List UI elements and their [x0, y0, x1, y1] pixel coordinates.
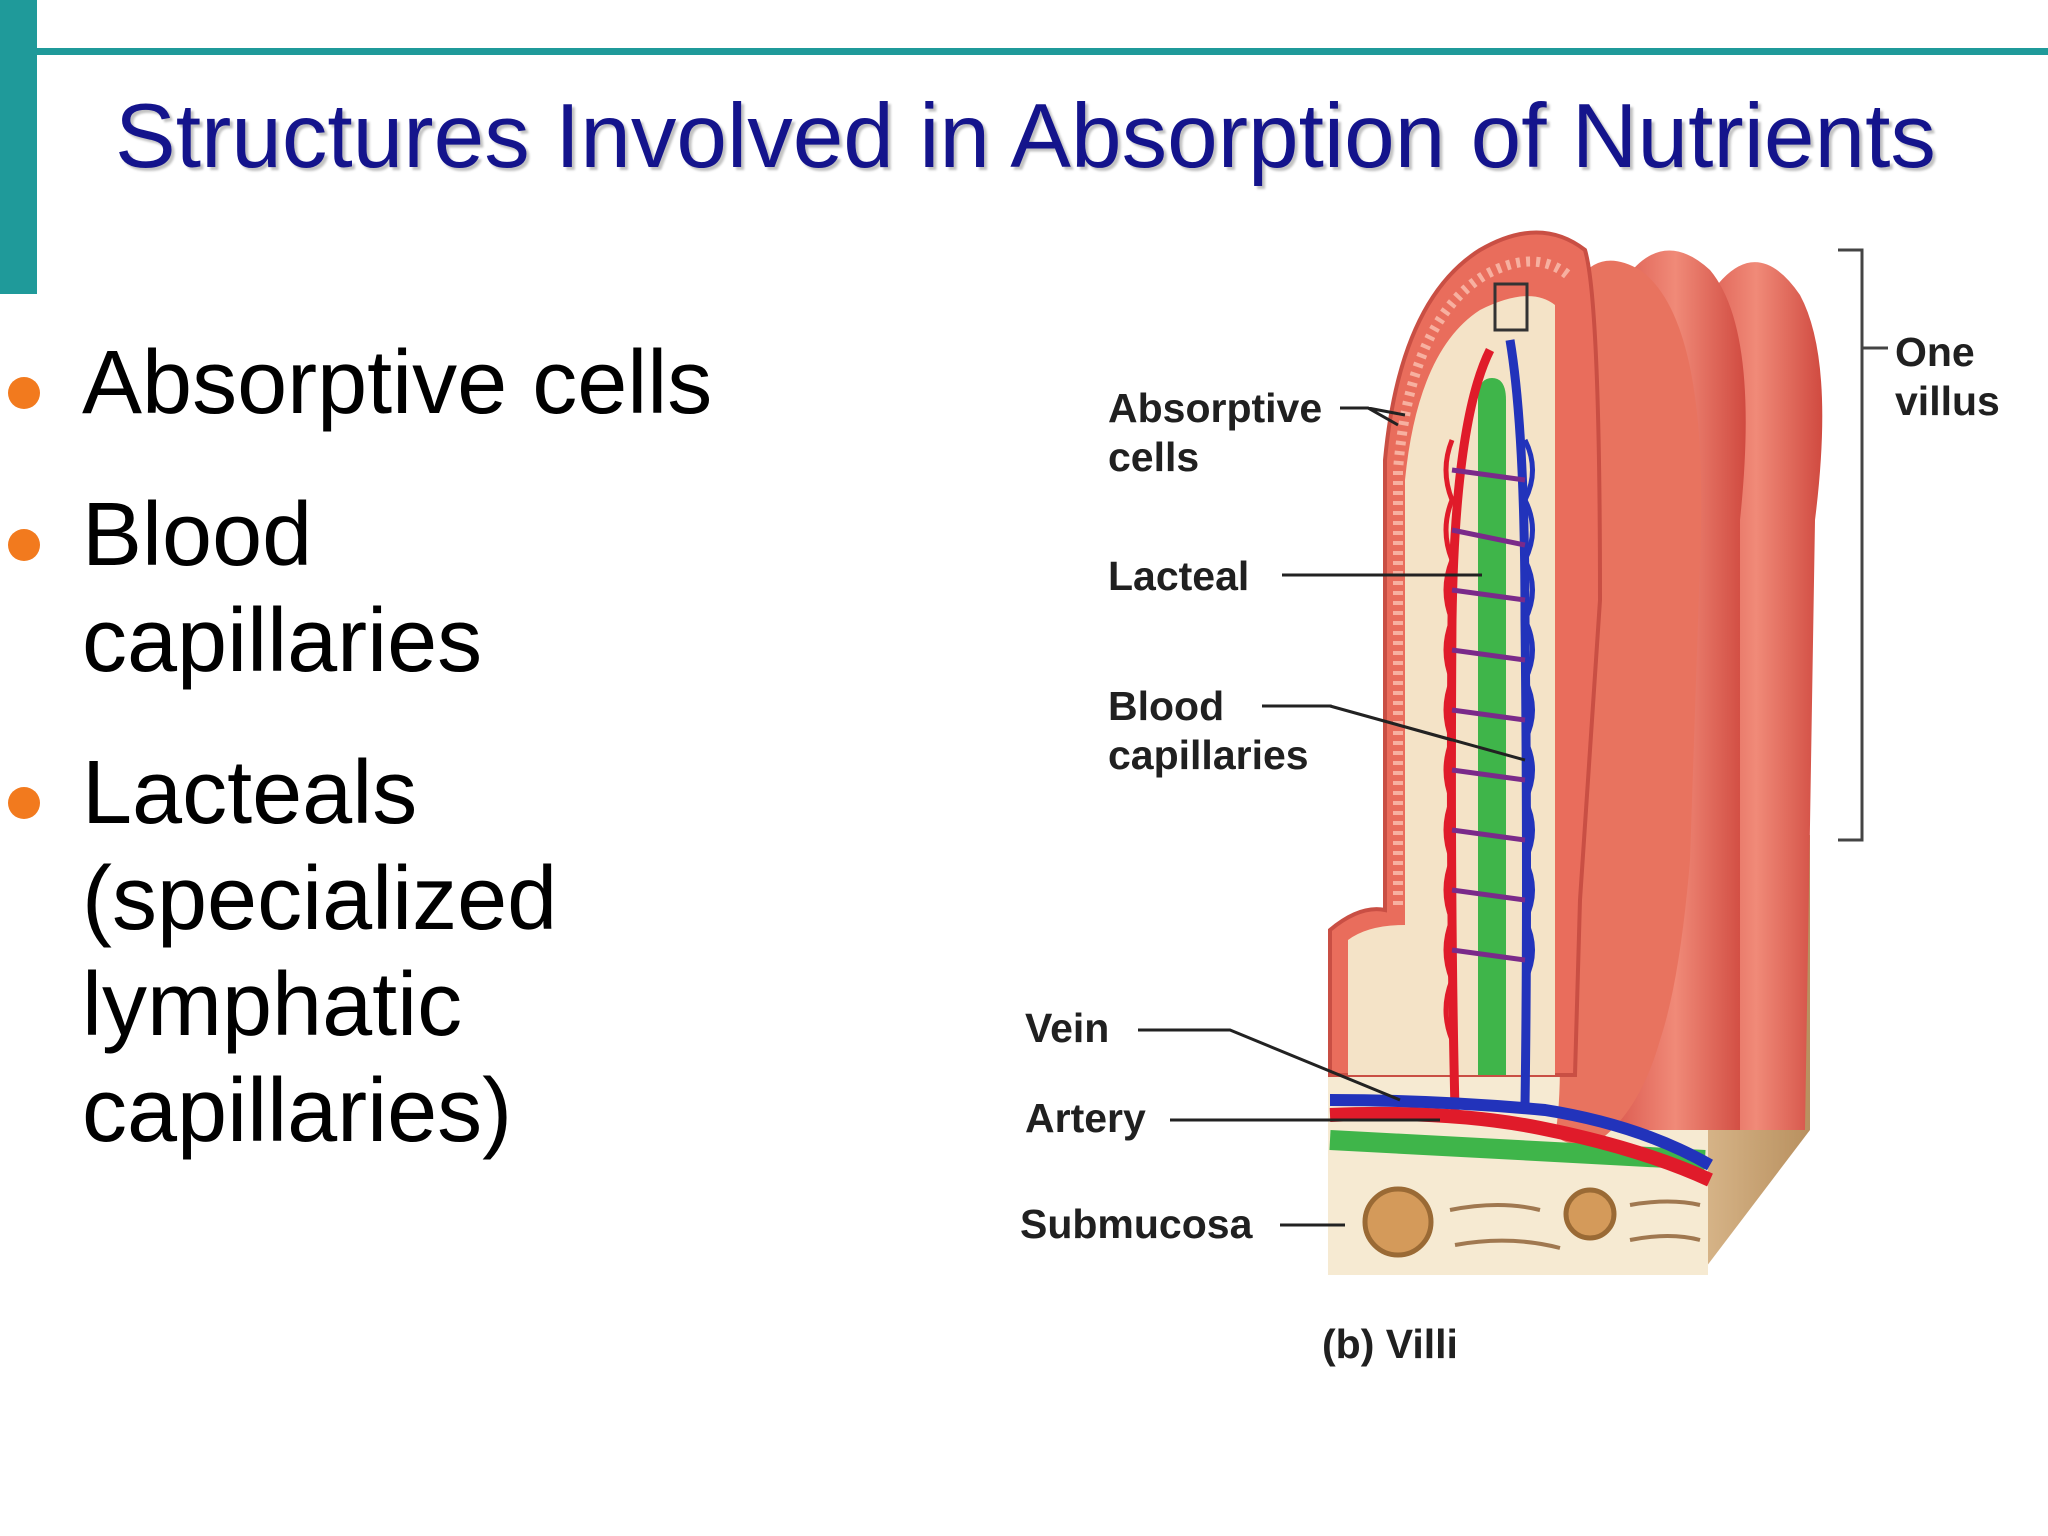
leader-absorptive [1340, 406, 1406, 427]
capillary-cross [1451, 467, 1526, 963]
villus-bracket [1838, 248, 1888, 842]
label-line: Absorptive [1108, 385, 1323, 431]
artery-base [1329, 1106, 1713, 1187]
leader-capillaries [1262, 704, 1526, 762]
bullet-line: Absorptive cells [82, 333, 713, 433]
villi-illustration [1138, 230, 1888, 1275]
slide-title: Structures Involved in Absorption of Nut… [115, 86, 1936, 187]
label-line: Blood [1108, 683, 1225, 729]
bullet-text: Lacteals (specialized lymphatic capillar… [82, 740, 712, 1164]
accent-side-bar [0, 0, 37, 294]
bullet-item: Blood capillaries [0, 482, 712, 694]
label-absorptive-cells: Absorptive cells [1108, 384, 1322, 482]
submucosa-gland [1362, 1186, 1434, 1258]
label-artery: Artery [1025, 1095, 1146, 1141]
bullet-line: Lacteals [82, 743, 418, 843]
artery-vessel [1446, 347, 1495, 1111]
lacteal [1478, 378, 1506, 1075]
submucosa-gland [1563, 1187, 1617, 1241]
label-vein: Vein [1025, 1005, 1110, 1051]
leader-lines [1138, 406, 1526, 1227]
label-line: capillaries [1108, 732, 1309, 778]
bullet-dot-icon [8, 529, 40, 561]
accent-top-rule [37, 48, 2048, 55]
bullet-list: Absorptive cells Blood capillaries Lacte… [0, 330, 712, 1210]
bullet-dot-icon [8, 377, 40, 409]
figure-caption: (b) Villi [1322, 1321, 1458, 1367]
submucosa-fibers [1449, 1199, 1701, 1250]
bullet-line: lymphatic [82, 955, 463, 1055]
label-one-villus: One villus [1895, 328, 2000, 426]
vein-base [1329, 1094, 1713, 1171]
bullet-line: capillaries [82, 591, 483, 691]
label-submucosa: Submucosa [1020, 1201, 1253, 1247]
label-lacteal: Lacteal [1108, 553, 1250, 599]
bullet-dot-icon [8, 787, 40, 819]
label-line: One [1895, 329, 1975, 375]
bullet-text: Absorptive cells [82, 330, 712, 436]
bullet-text: Blood capillaries [82, 482, 712, 694]
bullet-line: capillaries) [82, 1061, 513, 1161]
label-line: cells [1108, 434, 1200, 480]
brush-border [1393, 256, 1572, 905]
label-blood-capillaries: Blood capillaries [1108, 682, 1309, 780]
detail-box [1493, 282, 1529, 332]
bullet-item: Lacteals (specialized lymphatic capillar… [0, 740, 712, 1164]
leader-vein [1138, 1028, 1401, 1102]
vein-vessel [1505, 339, 1531, 1106]
label-line: villus [1895, 378, 2000, 424]
bullet-item: Absorptive cells [0, 330, 712, 436]
capillary-blue [1522, 438, 1535, 982]
bullet-line: Blood [82, 485, 313, 585]
bullet-line: (specialized [82, 849, 558, 949]
